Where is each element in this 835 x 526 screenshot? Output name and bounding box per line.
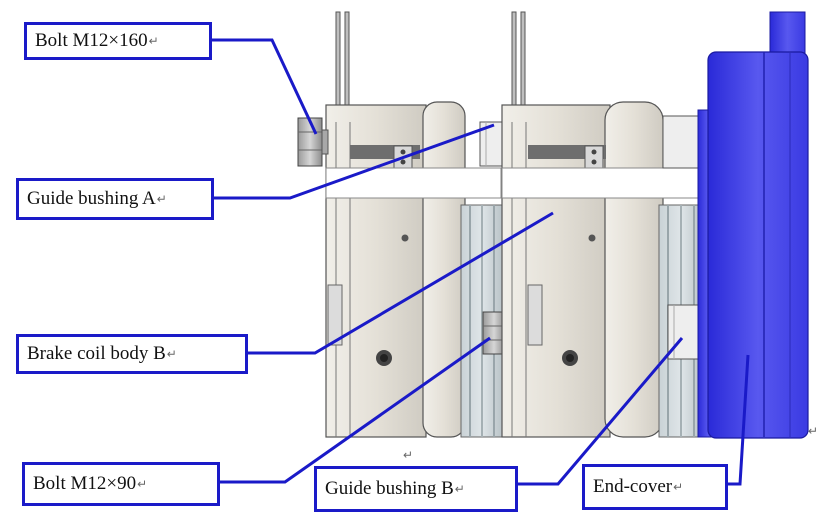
label-text: Bolt M12×90 [33, 473, 137, 494]
paragraph-mark: ↵ [403, 448, 414, 462]
paragraph-mark: ↵ [137, 476, 148, 491]
callout-leaders [212, 38, 750, 486]
label-text: End-cover [593, 476, 673, 497]
paragraph-mark: ↵ [166, 346, 177, 361]
label-text: Brake coil body B [27, 343, 166, 364]
label-text: Guide bushing B [325, 478, 454, 499]
brake-coil-body-b [501, 101, 704, 438]
paragraph-mark: ↵ [148, 33, 159, 48]
paragraph-mark: ↵ [808, 424, 819, 438]
label-guide-bushing-b: Guide bushing B↵ [314, 466, 518, 512]
label-bolt-m12-160: Bolt M12×160↵ [24, 22, 212, 60]
end-cover [697, 11, 809, 439]
label-bolt-m12-90: Bolt M12×90↵ [22, 462, 220, 506]
label-guide-bushing-a: Guide bushing A↵ [16, 178, 214, 220]
guide-rods [335, 11, 526, 123]
label-text: Guide bushing A [27, 188, 156, 209]
paragraph-mark: ↵ [156, 191, 167, 206]
paragraph-mark: ↵ [673, 479, 684, 494]
label-text: Bolt M12×160 [35, 30, 148, 51]
label-end-cover: End-cover↵ [582, 464, 728, 510]
paragraph-mark: ↵ [454, 481, 465, 496]
bolt-m12-160-head [297, 117, 329, 167]
label-brake-coil-body-b: Brake coil body B↵ [16, 334, 248, 374]
